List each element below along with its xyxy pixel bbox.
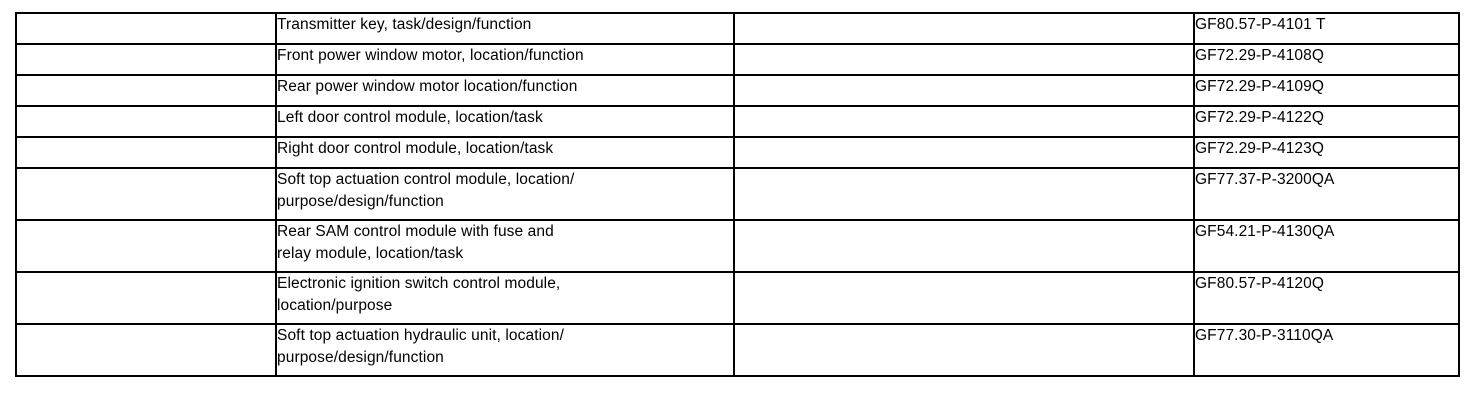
table-cell-document-number[interactable]: GF72.29-P-4123Q xyxy=(1193,136,1460,169)
table-cell-blank-left xyxy=(15,12,277,45)
table-cell-blank-middle xyxy=(733,105,1195,138)
table-cell-document-number[interactable]: GF80.57-P-4120Q xyxy=(1193,271,1460,325)
table-cell-blank-middle xyxy=(733,74,1195,107)
table-cell-blank-left xyxy=(15,105,277,138)
table-row[interactable]: Transmitter key, task/design/function GF8… xyxy=(15,12,1460,45)
table-cell-blank-left xyxy=(15,323,277,377)
table-row[interactable]: Front power window motor, location/funct… xyxy=(15,43,1460,76)
table-cell-blank-middle xyxy=(733,136,1195,169)
table-row[interactable]: Rear SAM control module with fuse and re… xyxy=(15,219,1460,273)
table-cell-title: Soft top actuation hydraulic unit, locat… xyxy=(275,323,735,377)
table-row[interactable]: Soft top actuation control module, locat… xyxy=(15,167,1460,221)
table-cell-blank-middle xyxy=(733,323,1195,377)
table-cell-blank-left xyxy=(15,43,277,76)
table-cell-blank-left xyxy=(15,136,277,169)
table-cell-blank-left xyxy=(15,219,277,273)
table-cell-blank-middle xyxy=(733,271,1195,325)
table-cell-title: Right door control module, location/task xyxy=(275,136,735,169)
table-cell-blank-middle xyxy=(733,12,1195,45)
table-cell-title: Rear SAM control module with fuse and re… xyxy=(275,219,735,273)
table-cell-title: Rear power window motor location/functio… xyxy=(275,74,735,107)
table-cell-document-number[interactable]: GF54.21-P-4130QA xyxy=(1193,219,1460,273)
table-cell-title: Left door control module, location/task xyxy=(275,105,735,138)
table-row[interactable]: Rear power window motor location/functio… xyxy=(15,74,1460,107)
table-cell-title: Front power window motor, location/funct… xyxy=(275,43,735,76)
table-cell-title: Transmitter key, task/design/function xyxy=(275,12,735,45)
table-cell-blank-middle xyxy=(733,167,1195,221)
table-cell-blank-left xyxy=(15,74,277,107)
table-cell-blank-left xyxy=(15,271,277,325)
table-cell-blank-middle xyxy=(733,43,1195,76)
table-cell-document-number[interactable]: GF72.29-P-4122Q xyxy=(1193,105,1460,138)
table-cell-title: Soft top actuation control module, locat… xyxy=(275,167,735,221)
table-cell-title: Electronic ignition switch control modul… xyxy=(275,271,735,325)
table-cell-document-number[interactable]: GF80.57-P-4101 T xyxy=(1193,12,1460,45)
table-row[interactable]: Electronic ignition switch control modul… xyxy=(15,271,1460,325)
table-cell-document-number[interactable]: GF72.29-P-4109Q xyxy=(1193,74,1460,107)
table-cell-document-number[interactable]: GF72.29-P-4108Q xyxy=(1193,43,1460,76)
table-row[interactable]: Right door control module, location/task… xyxy=(15,136,1460,169)
table-cell-blank-left xyxy=(15,167,277,221)
table-cell-blank-middle xyxy=(733,219,1195,273)
table-cell-document-number[interactable]: GF77.30-P-3110QA xyxy=(1193,323,1460,377)
table-cell-document-number[interactable]: GF77.37-P-3200QA xyxy=(1193,167,1460,221)
table-row[interactable]: Soft top actuation hydraulic unit, locat… xyxy=(15,323,1460,377)
table-row[interactable]: Left door control module, location/task G… xyxy=(15,105,1460,138)
